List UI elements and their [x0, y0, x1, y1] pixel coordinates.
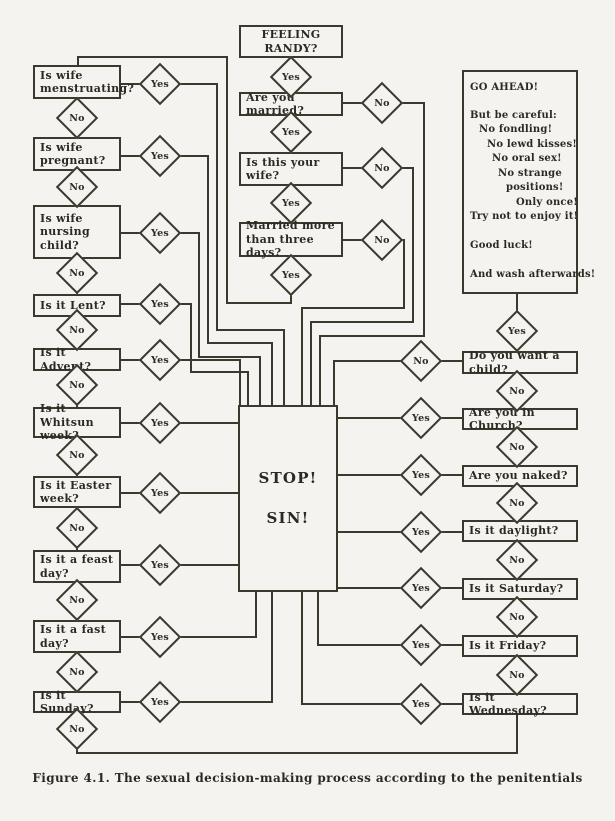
question-label: Is wife menstruating?: [40, 68, 135, 96]
question-label: Is wife nursing child?: [40, 211, 90, 252]
question-label: Do you want a child?: [469, 349, 560, 376]
yes-label: Yes: [282, 126, 300, 138]
go-ahead-line: No lewd kisses!: [487, 138, 577, 150]
yes-label: Yes: [151, 559, 169, 571]
go-ahead-line: Only once!: [516, 196, 578, 208]
no-label: No: [509, 611, 525, 623]
question-box-is-it-a-fast-day: Is it a fast day?: [33, 620, 121, 653]
no-label: No: [509, 441, 525, 453]
yes-label: Yes: [151, 631, 169, 643]
question-label: Is it a fast day?: [40, 623, 106, 650]
question-label: Is it a feast day?: [40, 553, 114, 580]
no-label: No: [509, 385, 525, 397]
question-box-is-it-wednesday: Is it Wednesday?: [462, 690, 578, 718]
yes-label: Yes: [282, 71, 300, 83]
question-box-is-it-lent: Is it Lent?: [33, 294, 121, 317]
no-label: No: [413, 355, 429, 367]
question-label: Married more than three days?: [246, 219, 335, 260]
no-label: No: [69, 723, 85, 735]
go-ahead-box: GO AHEAD! But be careful: No fondling! N…: [462, 70, 596, 294]
go-ahead-line: And wash afterwards!: [470, 269, 596, 280]
no-label: No: [69, 522, 85, 534]
question-box-is-it-friday: Is it Friday?: [462, 635, 578, 657]
yes-label: Yes: [151, 298, 169, 310]
question-label: Is wife pregnant?: [40, 140, 106, 168]
question-label: Is it Whitsun week?: [40, 402, 94, 443]
question-label: Is it Friday?: [469, 639, 547, 653]
yes-label: Yes: [412, 412, 430, 424]
start-label: FEELING RANDY?: [261, 28, 321, 55]
no-label: No: [509, 497, 525, 509]
question-box-is-wife-menstruating: Is wife menstruating?: [33, 65, 134, 99]
go-ahead-line: But be careful:: [470, 109, 557, 121]
no-label: No: [69, 112, 85, 124]
go-ahead-line: positions!: [506, 182, 564, 193]
question-label: Is it daylight?: [469, 524, 559, 538]
go-ahead-line: Try not to enjoy it!: [470, 211, 579, 222]
yes-label: Yes: [412, 698, 430, 710]
question-box-is-it-saturday: Is it Saturday?: [462, 578, 578, 600]
question-label: Are you naked?: [469, 469, 568, 483]
go-ahead-line: No oral sex!: [492, 153, 562, 164]
figure-caption: Figure 4.1. The sexual decision-making p…: [32, 771, 583, 785]
no-label: No: [509, 669, 525, 681]
go-ahead-line: GO AHEAD!: [470, 82, 539, 93]
question-box-are-you-in-church: Are you in Church?: [462, 406, 578, 432]
yes-label: Yes: [151, 487, 169, 499]
go-ahead-line: No strange: [498, 167, 562, 179]
stop-label: STOP!: [258, 469, 318, 487]
yes-label: Yes: [412, 639, 430, 651]
sin-label: SIN!: [266, 508, 310, 527]
question-label: Is this your wife?: [246, 155, 320, 183]
yes-label: Yes: [151, 417, 169, 429]
stop-sin-box: STOP! SIN!: [238, 405, 338, 592]
no-label: No: [509, 554, 525, 566]
question-label: Is it Saturday?: [469, 582, 564, 596]
question-box-is-it-easter-week: Is it Easter week?: [33, 476, 121, 508]
go-ahead-line: Good luck!: [470, 239, 533, 251]
yes-label: Yes: [151, 150, 169, 162]
yes-label: Yes: [508, 325, 526, 337]
question-box-married-more-than-three-days: Married more than three days?: [239, 219, 343, 260]
question-box-is-it-daylight: Is it daylight?: [462, 520, 578, 542]
question-box-is-it-a-feast-day: Is it a feast day?: [33, 550, 121, 583]
no-label: No: [69, 181, 85, 193]
yes-label: Yes: [151, 227, 169, 239]
go-ahead-line: No fondling!: [479, 124, 553, 135]
question-box-are-you-naked: Are you naked?: [462, 465, 578, 487]
yes-label: Yes: [282, 269, 300, 281]
yes-label: Yes: [282, 197, 300, 209]
no-label: No: [69, 267, 85, 279]
no-label: No: [374, 162, 390, 174]
question-label: Is it Lent?: [40, 298, 106, 312]
question-label: Is it Wednesday?: [469, 690, 547, 718]
yes-label: Yes: [412, 469, 430, 481]
yes-label: Yes: [412, 526, 430, 538]
yes-label: Yes: [151, 354, 169, 366]
no-label: No: [374, 234, 390, 246]
start-box: FEELING RANDY?: [239, 25, 343, 58]
question-label: Is it Easter week?: [40, 478, 112, 506]
yes-label: Yes: [412, 582, 430, 594]
no-label: No: [69, 666, 85, 678]
no-label: No: [69, 594, 85, 606]
question-box-do-you-want-a-child: Do you want a child?: [462, 349, 578, 376]
no-label: No: [69, 379, 85, 391]
no-label: No: [374, 97, 390, 109]
yes-label: Yes: [151, 78, 169, 90]
yes-label: Yes: [151, 696, 169, 708]
no-label: No: [69, 449, 85, 461]
no-label: No: [69, 324, 85, 336]
question-box-is-it-whitsun-week: Is it Whitsun week?: [33, 402, 121, 442]
